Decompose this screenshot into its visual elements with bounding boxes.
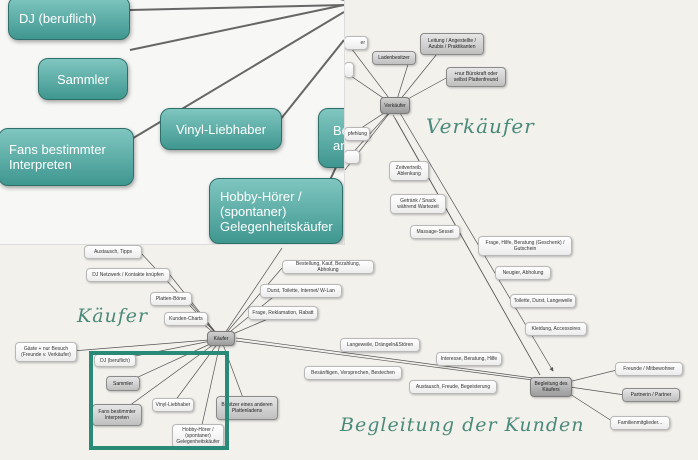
- node-toilette[interactable]: Toilette, Durst, Langeweile: [510, 294, 576, 308]
- node-neugier[interactable]: Neugier, Abholung: [495, 266, 551, 280]
- node-kunden-charts[interactable]: Kunden-Charts: [164, 312, 208, 326]
- node-partial-3[interactable]: [344, 150, 360, 164]
- node-buerokraft[interactable]: +nur Bürokraft oder selbst Plattenfreund: [446, 67, 506, 87]
- node-sammler[interactable]: Sammler: [106, 376, 140, 391]
- label-kaeufer: Käufer: [77, 305, 149, 327]
- node-partial-2[interactable]: [344, 62, 354, 78]
- node-austausch2[interactable]: Austausch, Freude, Begeisterung: [409, 380, 497, 394]
- node-ladenbesitzer[interactable]: Ladenbesitzer: [372, 51, 416, 65]
- node-gaeste[interactable]: Gäste + nur Besuch (Freunde v. Verkäufer…: [15, 342, 77, 362]
- node-massage[interactable]: Massage-Sessel: [410, 225, 460, 239]
- highlight-frame: [89, 351, 229, 450]
- node-austausch[interactable]: Austausch, Tipps: [84, 245, 142, 259]
- node-befaenftigen[interactable]: Besänftigen, Versprechen, Bestechen: [304, 366, 402, 380]
- node-kaeufer-hub[interactable]: Käufer: [207, 331, 235, 346]
- node-dj-netzwerk[interactable]: DJ Netzwerk / Kontakte knüpfen: [86, 268, 170, 282]
- node-familie[interactable]: Familienmitglieder...: [610, 416, 670, 430]
- inset-node-vinyl[interactable]: Vinyl-Liebhaber: [160, 108, 282, 150]
- node-kleidung[interactable]: Kleidung, Accessoires: [525, 322, 587, 336]
- node-verkaeufer-hub[interactable]: Verkäufer: [380, 97, 410, 114]
- node-getraenk[interactable]: Getränk / Snack während Wartezeit: [390, 194, 446, 214]
- inset-node-hobby[interactable]: Hobby-Hörer / (spontaner) Gelegenheitskä…: [209, 178, 343, 244]
- label-verkaeufer: Verkäufer: [426, 114, 535, 138]
- node-bestellung[interactable]: Bestellung, Kauf, Bezahlung, Abholung: [282, 260, 374, 274]
- node-empfehlung[interactable]: pfehlung: [344, 127, 370, 141]
- node-fans[interactable]: Fans bestimmter Interpreten: [92, 404, 142, 426]
- node-frage[interactable]: Frage, Reklamation, Rabatt: [248, 306, 318, 320]
- node-langeweile[interactable]: Langeweile, Drängeln&Stören: [340, 338, 420, 352]
- inset-node-besitzer[interactable]: Be an: [318, 108, 344, 168]
- node-platten-boerse[interactable]: Platten-Börse: [150, 292, 192, 306]
- node-vinyl[interactable]: Vinyl-Liebhaber: [152, 398, 194, 412]
- node-interesse[interactable]: Interesse, Beratung, Hilfe: [436, 352, 502, 366]
- node-frage-hilfe[interactable]: Frage, Hilfe, Beratung (Geschenk) / Guts…: [478, 236, 572, 256]
- node-durst[interactable]: Durst, Toilette, Internet/ W-Lan: [260, 284, 342, 298]
- node-partnerin[interactable]: Partnerin / Partner: [622, 388, 680, 402]
- node-begleitung-hub[interactable]: Begleitung des Käufers: [530, 377, 572, 397]
- zoom-inset: DJ (beruflich) Sammler Fans bestimmter I…: [0, 0, 345, 245]
- label-begleitung: Begleitung der Kunden: [340, 414, 585, 436]
- node-leitung[interactable]: Leitung / Angestellte / Azubis / Praktik…: [420, 33, 484, 55]
- inset-node-dj[interactable]: DJ (beruflich): [8, 0, 130, 40]
- node-partial-1[interactable]: er: [344, 36, 368, 50]
- node-zeitvertreib[interactable]: Zeitvertreib, Ablenkung: [389, 161, 429, 181]
- inset-node-sammler[interactable]: Sammler: [38, 58, 128, 100]
- inset-node-fans[interactable]: Fans bestimmter Interpreten: [0, 128, 134, 186]
- node-freunde[interactable]: Freunde / Mitbewohner: [615, 362, 683, 376]
